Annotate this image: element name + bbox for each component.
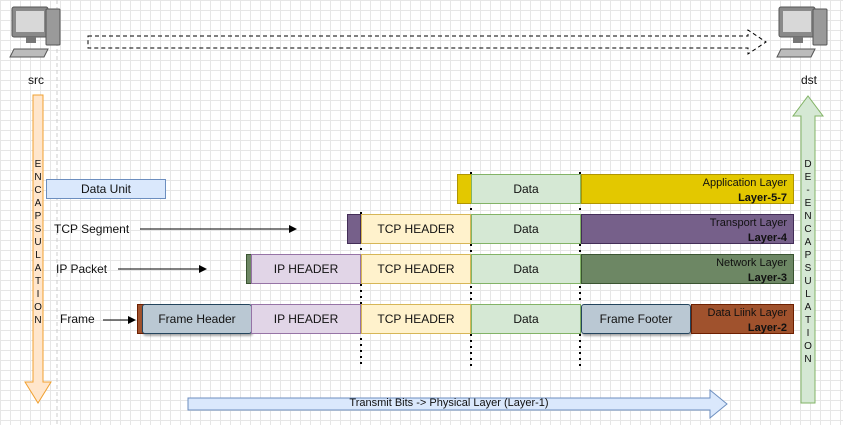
application-layer-box: Application Layer Layer-5-7 — [581, 174, 794, 204]
tcp-header-box: TCP HEADER — [361, 254, 471, 284]
layer-number: Layer-3 — [747, 272, 787, 284]
network-layer-box: Network Layer Layer-3 — [581, 254, 794, 284]
segment-label: TCP Segment — [54, 222, 130, 236]
dst-label: dst — [801, 73, 818, 87]
packet-label: IP Packet — [56, 262, 108, 276]
layer-number: Layer-2 — [747, 322, 787, 334]
application-stub — [457, 174, 472, 204]
datalink-layer-box: Data Liink Layer Layer-2 — [691, 304, 794, 334]
src-label: src — [28, 73, 44, 87]
transmit-arrow — [187, 388, 728, 420]
src-computer-icon — [9, 6, 61, 58]
frame-header-box: Frame Header — [142, 304, 252, 334]
layer-name: Transport Layer — [709, 217, 787, 229]
data-box: Data — [471, 174, 581, 204]
layer-number: Layer-5-7 — [738, 192, 787, 204]
layer-name: Network Layer — [716, 257, 787, 269]
layer-name: Data Liink Layer — [707, 307, 788, 319]
data-box: Data — [471, 214, 581, 244]
encapsulation-arrow — [24, 94, 52, 404]
ip-header-box: IP HEADER — [251, 304, 361, 334]
transmit-label: Transmit Bits -> Physical Layer (Layer-1… — [349, 397, 549, 409]
dst-computer-icon — [776, 6, 828, 58]
de-encapsulation-arrow — [792, 95, 824, 404]
ip-header-box: IP HEADER — [251, 254, 361, 284]
layer-name: Application Layer — [702, 177, 787, 189]
data-unit-legend: Data Unit — [46, 179, 166, 199]
data-box: Data — [471, 304, 581, 334]
data-box: Data — [471, 254, 581, 284]
transport-layer-box: Transport Layer Layer-4 — [581, 214, 794, 244]
frame-footer-box: Frame Footer — [581, 304, 691, 334]
frame-label: Frame — [60, 312, 95, 326]
tcp-header-box: TCP HEADER — [361, 214, 471, 244]
layer-number: Layer-4 — [747, 232, 787, 244]
transport-stub — [347, 214, 361, 244]
network-path-arrow — [87, 29, 767, 55]
tcp-header-box: TCP HEADER — [361, 304, 471, 334]
